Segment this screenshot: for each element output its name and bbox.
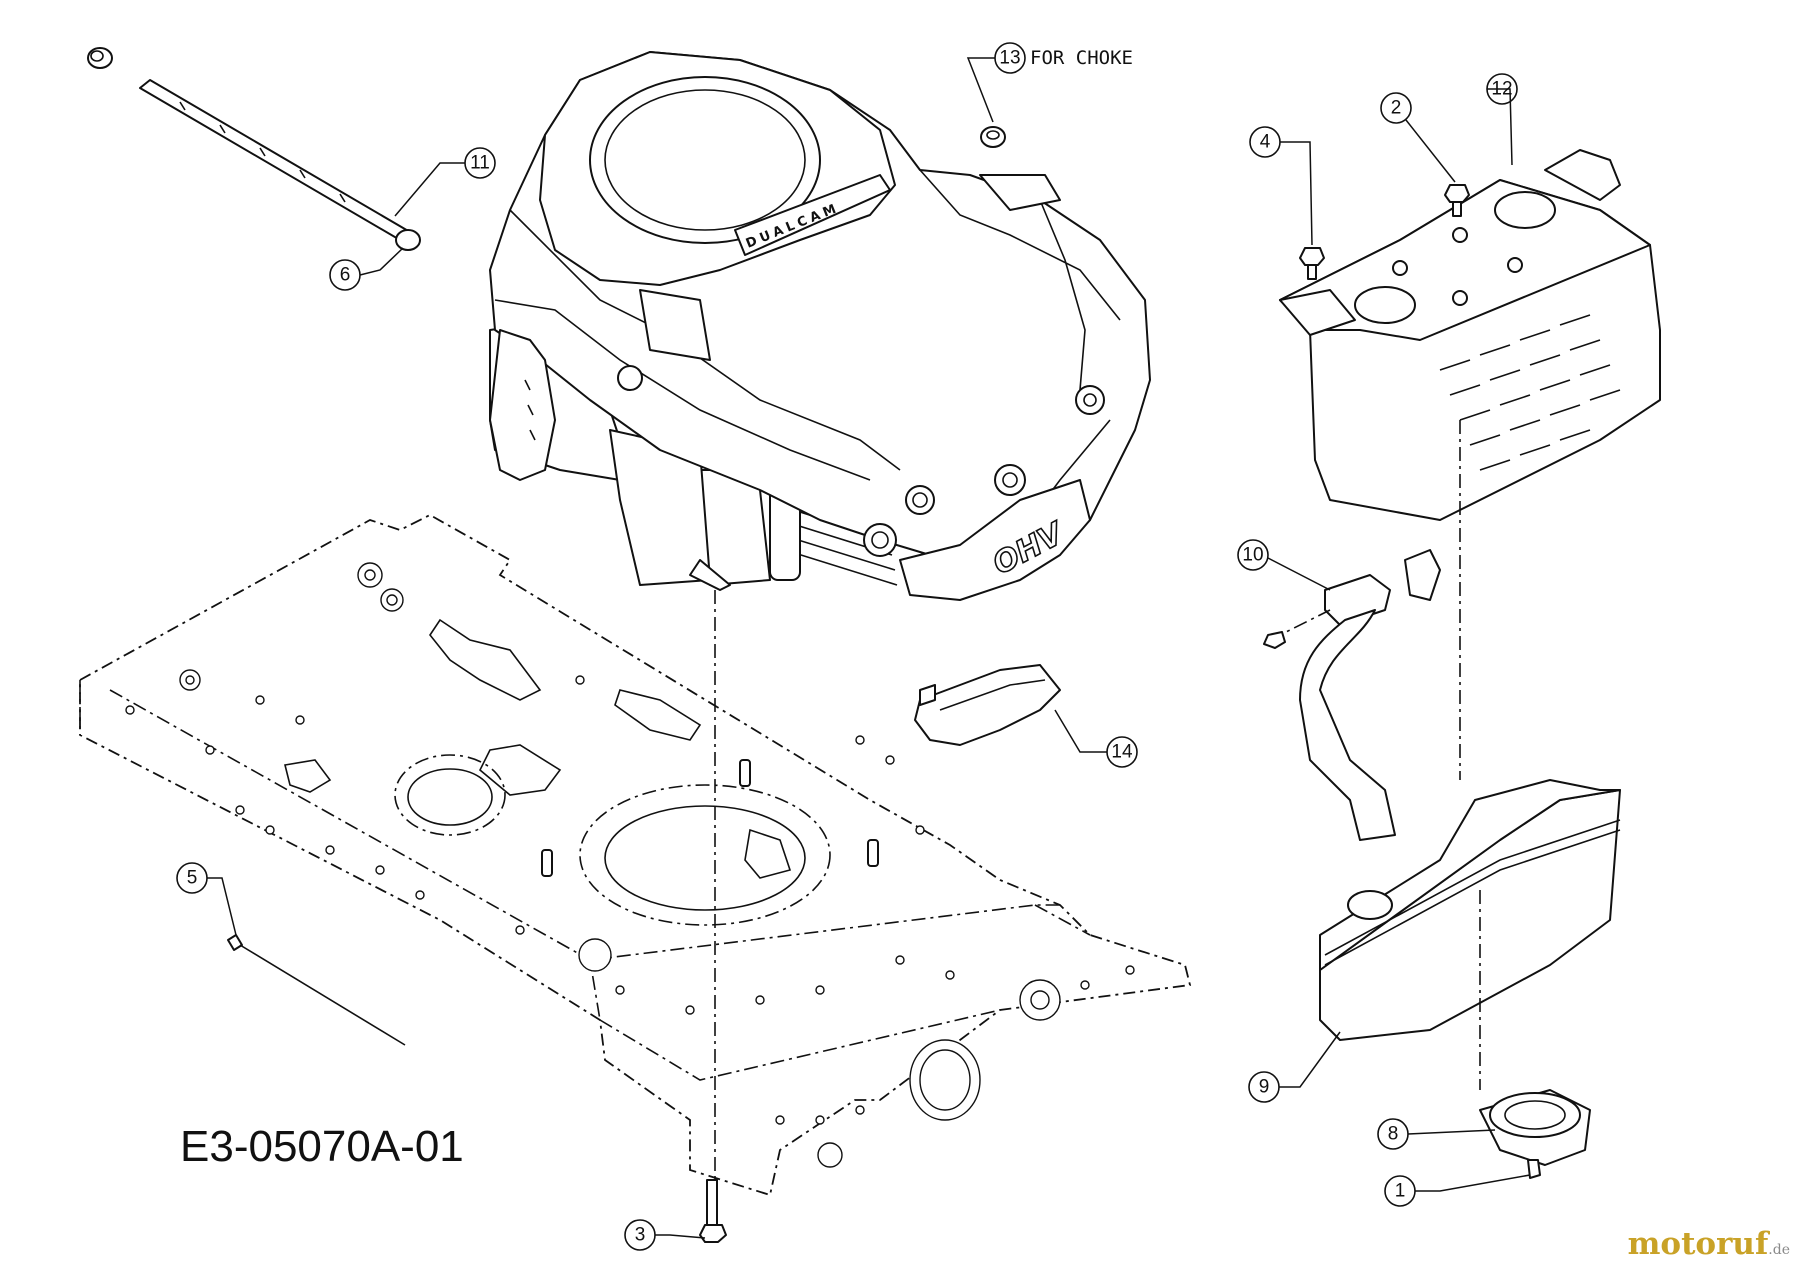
watermark-brand: motoruf: [1627, 1226, 1769, 1262]
svg-text:5: 5: [187, 868, 198, 889]
svg-text:1: 1: [1395, 1181, 1406, 1202]
drawing-number: E3-05070A-01: [180, 1122, 464, 1171]
watermark-logo: motoruf.de: [1628, 1226, 1790, 1262]
bolt-4: [1299, 247, 1325, 280]
chassis-frame: [79, 513, 1192, 1197]
callout-8: 8: [1377, 1118, 1409, 1150]
svg-text:6: 6: [340, 265, 351, 286]
callout-10: 10: [1237, 539, 1269, 571]
callout-13: 13: [994, 42, 1026, 74]
engine: DUALCAM OHV: [489, 51, 1151, 601]
svg-text:11: 11: [470, 153, 490, 174]
svg-text:4: 4: [1260, 132, 1271, 153]
muffler-bracket: [1479, 1089, 1591, 1179]
callout-2: 2: [1380, 92, 1412, 124]
svg-text:10: 10: [1242, 545, 1263, 566]
choke-grommet: [980, 126, 1006, 148]
watermark-tld: .de: [1768, 1242, 1790, 1258]
muffler: [1319, 779, 1621, 1041]
callout-3: 3: [624, 1219, 656, 1251]
svg-text:9: 9: [1259, 1077, 1270, 1098]
throttle-rod: [87, 47, 421, 251]
bolt-3: [699, 1179, 727, 1243]
assembly-lines: [714, 420, 1481, 1180]
callout-5: 5: [176, 862, 208, 894]
choke-note: FOR CHOKE: [1030, 47, 1133, 69]
svg-text:8: 8: [1388, 1124, 1399, 1145]
callout-1: 1: [1384, 1175, 1416, 1207]
svg-text:2: 2: [1391, 98, 1402, 119]
bolt-2: [1444, 184, 1470, 217]
svg-text:3: 3: [635, 1225, 646, 1246]
callout-6: 6: [329, 259, 361, 291]
heat-shield: [1279, 149, 1661, 521]
callout-4: 4: [1249, 126, 1281, 158]
exhaust-pipe: [1263, 549, 1441, 841]
heat-deflector: [914, 664, 1061, 746]
callout-9: 9: [1248, 1071, 1280, 1103]
svg-text:14: 14: [1111, 742, 1133, 763]
callout-14: 14: [1106, 736, 1138, 768]
svg-text:13: 13: [999, 48, 1020, 69]
callout-11: 11: [464, 147, 496, 179]
cable-tie: [227, 934, 406, 1046]
